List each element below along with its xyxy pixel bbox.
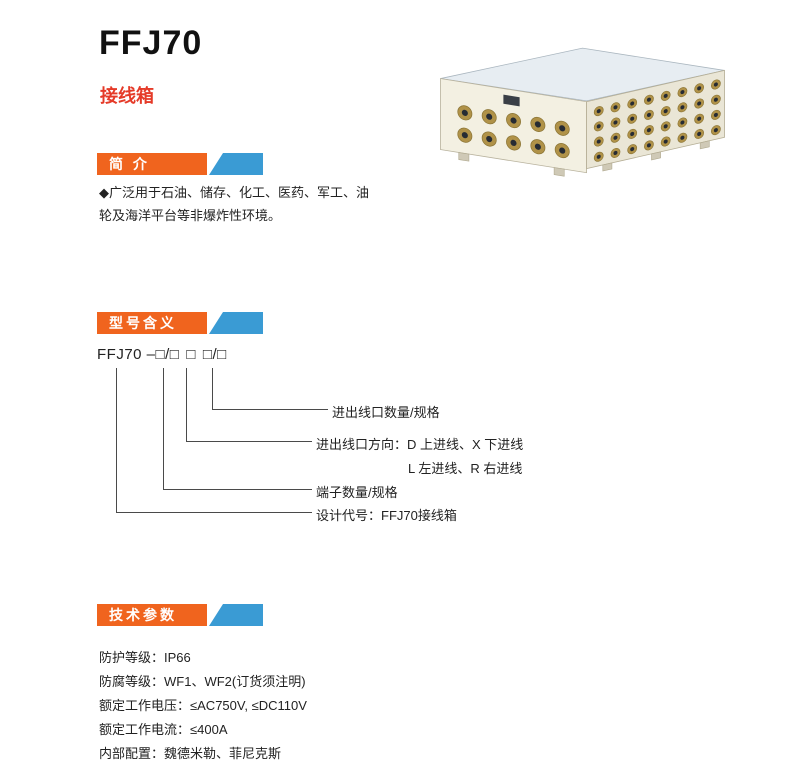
diagram-hline (163, 489, 312, 490)
diagram-vline (186, 368, 187, 441)
model-code-part-1: □/□ (155, 346, 180, 363)
model-label-direction-cont: L 左进线、R 右进线 (408, 461, 523, 476)
model-label-ports: 进出线口数量/规格 (332, 405, 440, 420)
model-code-prefix: FFJ70 – (97, 346, 156, 363)
header-blue-flag (209, 312, 263, 334)
model-code: FFJ70 –□/□□□/□ (97, 346, 227, 363)
cable-gland-icons-small (593, 79, 721, 162)
diagram-hline (212, 409, 328, 410)
model-code-part-3: □/□ (202, 346, 227, 363)
diagram-vline (116, 368, 117, 512)
product-title: FFJ70 (99, 24, 203, 62)
model-label-direction: 进出线口方向：D 上进线、X 下进线 (316, 437, 524, 452)
section-header-tech-label: 技术参数 (97, 604, 207, 626)
section-header-model-label: 型号含义 (97, 312, 207, 334)
model-label-design-code: 设计代号：FFJ70接线箱 (316, 508, 457, 523)
product-subtitle: 接线箱 (100, 86, 154, 106)
tech-param-voltage: 额定工作电压：≤AC750V, ≤DC110V (99, 698, 307, 713)
cable-gland-icons (457, 105, 570, 159)
tech-param-current: 额定工作电流：≤400A (99, 722, 228, 737)
intro-text: ◆广泛用于石油、储存、化工、医药、军工、油轮及海洋平台等非爆炸性环境。 (99, 185, 369, 223)
product-image (432, 38, 732, 180)
section-header-model: 型号含义 (97, 312, 263, 334)
tech-param-protection: 防护等级：IP66 (99, 650, 191, 665)
model-label-terminals: 端子数量/规格 (316, 485, 398, 500)
header-blue-flag (209, 604, 263, 626)
tech-param-internal: 内部配置：魏德米勒、菲尼克斯 (99, 746, 282, 761)
junction-box-illustration (440, 47, 725, 177)
tech-params-list: 防护等级：IP66 防腐等级：WF1、WF2(订货须注明) 额定工作电压：≤AC… (99, 646, 307, 766)
section-header-intro: 简 介 (97, 153, 263, 175)
diagram-hline (116, 512, 312, 513)
diagram-vline (163, 368, 164, 489)
diagram-vline (212, 368, 213, 409)
section-header-intro-label: 简 介 (97, 153, 207, 175)
section-header-tech: 技术参数 (97, 604, 263, 626)
model-code-part-2: □ (186, 346, 196, 363)
diagram-hline (186, 441, 312, 442)
tech-param-corrosion: 防腐等级：WF1、WF2(订货须注明) (99, 674, 306, 689)
header-blue-flag (209, 153, 263, 175)
